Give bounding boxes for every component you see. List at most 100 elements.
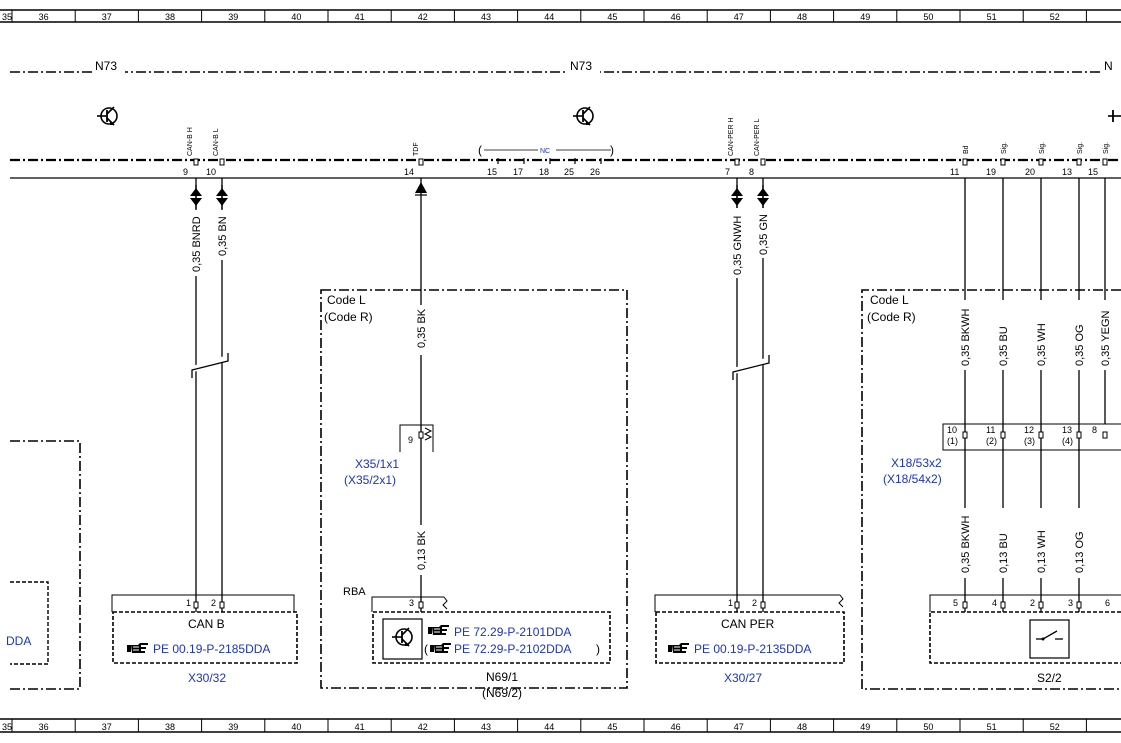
grid-column-label: 51 <box>987 722 997 732</box>
grid-column-label: 40 <box>291 722 301 732</box>
reference-link[interactable]: PE 00.19-P-2135DDA <box>694 642 811 656</box>
module-label: N69/1 <box>486 670 518 684</box>
grid-column-label: 47 <box>734 12 744 22</box>
pin-label-sig: Bd <box>963 145 970 154</box>
pin-number: 11 <box>986 425 995 435</box>
pin-number: 9 <box>183 167 188 177</box>
grid-column-label: 36 <box>39 722 49 732</box>
grid-column-label: 41 <box>355 12 365 22</box>
can-b-wires: 0,35 BNRD 0,35 BN <box>188 178 229 612</box>
pin-number-alt: (3) <box>1024 436 1035 446</box>
pin-number: 17 <box>513 167 523 177</box>
pin-number: 2 <box>1030 598 1035 608</box>
grid-column-label: 42 <box>418 722 428 732</box>
grid-column-label: 37 <box>102 12 112 22</box>
grid-column-label: 42 <box>418 12 428 22</box>
grid-column-label: 50 <box>923 722 933 732</box>
pointing-hand-icon <box>429 642 452 654</box>
connector-label-alt: (X18/54x2) <box>883 472 942 486</box>
transistor-symbol-icon <box>391 627 413 647</box>
pin-number: 13 <box>1062 167 1072 177</box>
pin-number: 2 <box>752 598 757 608</box>
grid-column-label: 47 <box>734 722 744 732</box>
pin-number: 1 <box>728 598 733 608</box>
grid-column-label: 45 <box>607 12 617 22</box>
pointing-hand-icon <box>126 642 149 654</box>
grid-column-label: 44 <box>544 12 554 22</box>
wire-label: 0,35 YEGN <box>1100 311 1112 366</box>
grid-column-label: 43 <box>481 12 491 22</box>
n73-label-right: N <box>1104 59 1113 73</box>
code-label: Code L <box>327 293 366 307</box>
grid-column-label: 49 <box>860 722 870 732</box>
pin-label-sig: Sig. <box>1039 142 1046 154</box>
grid-column-label: 50 <box>923 12 933 22</box>
n73-label-center: N73 <box>570 59 592 73</box>
reference-link[interactable]: PE 00.19-P-2185DDA <box>153 642 270 656</box>
wire-label: 0,13 BK <box>416 530 428 570</box>
pin-number: 1 <box>186 598 191 608</box>
pin-label-tdf: TDF <box>413 142 420 156</box>
wire-label: 0,35 OG <box>1074 324 1086 366</box>
pin-number: 11 <box>950 167 959 177</box>
reference-link[interactable]: DDA <box>6 634 31 648</box>
module-title: CAN B <box>188 617 225 631</box>
pin-number: 26 <box>590 167 600 177</box>
pin-number: 3 <box>1068 598 1073 608</box>
nc-label: NC <box>540 148 550 155</box>
connector-label: X35/1x1 <box>355 457 399 471</box>
wire-label: 0,35 BU <box>998 326 1010 366</box>
n73-boundary: N73 N73 N <box>10 59 1121 179</box>
pin-label-sig: Sig. <box>1103 142 1110 154</box>
pin-label-sig: Sig. <box>1077 142 1084 154</box>
tdf-wire: 0,35 BK 0,13 BK <box>414 178 428 612</box>
pin-number: 25 <box>564 167 574 177</box>
grid-column-label: 36 <box>39 12 49 22</box>
can-per-wires: 0,35 GNWH 0,35 GN <box>730 178 770 612</box>
pin-number: 20 <box>1025 167 1035 177</box>
n69-module: RBA 3 PE 72.29-P-2101DDA ( PE 72.29-P-21… <box>343 586 611 700</box>
module-label: X30/27 <box>724 671 762 685</box>
x30-27-module: 1 2 CAN PER PE 00.19-P-2135DDA X30/27 <box>654 594 845 685</box>
ref-open-paren: ( <box>424 642 428 656</box>
x35-connector: 9 X35/1x1 (X35/2x1) <box>344 424 434 487</box>
pin-label-can-b-h: CAN-B H <box>187 127 194 156</box>
pin-number-alt: (2) <box>986 436 997 446</box>
nc-close-paren: ) <box>610 143 614 157</box>
wire-label: 0,35 BK <box>416 308 428 348</box>
transistor-symbol-icon <box>96 106 118 126</box>
x30-32-module: 1 2 CAN B PE 00.19-P-2185DDA X30/32 <box>111 594 298 685</box>
pin-number: 3 <box>409 598 414 608</box>
grid-column-label: 52 <box>1050 722 1060 732</box>
switch-symbol-icon <box>1036 630 1063 641</box>
ref-close-paren: ) <box>596 642 600 656</box>
reference-link[interactable]: PE 72.29-P-2102DDA <box>454 642 571 656</box>
pin-number: 10 <box>947 425 957 435</box>
pin-number: 15 <box>487 167 497 177</box>
rba-label: RBA <box>343 586 366 598</box>
pin-number: 7 <box>725 167 730 177</box>
pin-number-alt: (4) <box>1062 436 1073 446</box>
module-label: S2/2 <box>1037 671 1062 685</box>
grid-column-label: 48 <box>797 12 807 22</box>
wire-label: 0,13 BU <box>998 533 1010 573</box>
grid-column-label: 39 <box>228 722 238 732</box>
module-title: CAN PER <box>721 617 775 631</box>
wire-label: 0,35 BKWH <box>960 308 972 366</box>
grid-column-label: 46 <box>671 722 681 732</box>
wire-label: 0,35 WH <box>1036 323 1048 366</box>
pin-label-can-per-l: CAN-PER L <box>754 119 761 156</box>
grid-column-label: 49 <box>860 12 870 22</box>
x18-connector: 10(1)11(2)12(3)13(4)8 X18/53x2 (X18/54x2… <box>883 423 1121 486</box>
n73-label-left: N73 <box>95 59 117 73</box>
pin-number: 8 <box>749 167 754 177</box>
pin-number: 14 <box>404 167 414 177</box>
code-label-alt: (Code R) <box>324 310 373 324</box>
left-partial-module: DDA <box>6 440 81 690</box>
s22-wires: 0,35 BKWH 0,35 BU 0,35 WH 0,35 OG 0,35 YEGN 0… <box>958 178 1112 612</box>
pin-number: 9 <box>408 435 413 445</box>
reference-link[interactable]: PE 72.29-P-2101DDA <box>454 625 571 639</box>
pin-number: 12 <box>1024 425 1034 435</box>
